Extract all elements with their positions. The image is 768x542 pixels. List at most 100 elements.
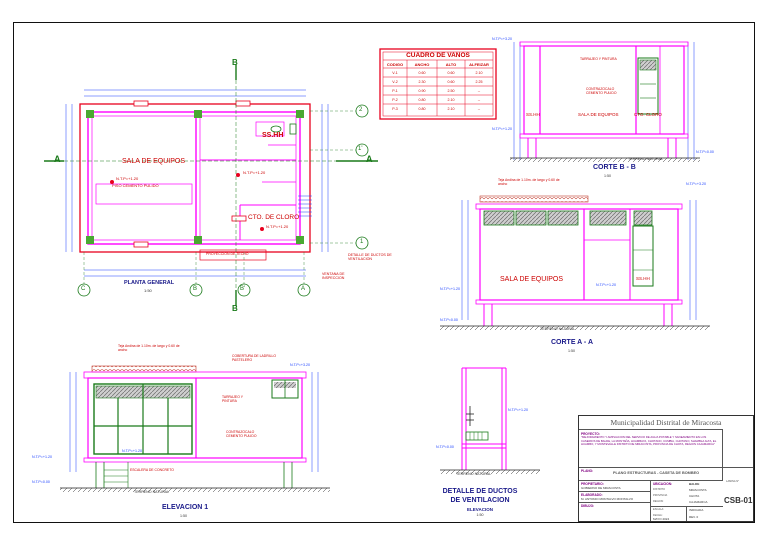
plan-cut-a-right: A [366, 154, 373, 164]
tb-proyecto-label: PROYECTO: [581, 432, 600, 436]
cbb-tarrajeo: TARRAJEO Y PINTURA [580, 57, 617, 61]
plan-level-2: N.T.P=+1.20 [243, 170, 266, 175]
plan-room-cloro: CTO. DE CLORO [248, 214, 300, 221]
ductos-subtitle: ELEVACION [467, 507, 493, 512]
plan-room-sshh: SS.HH [262, 132, 284, 139]
ductos-level-bot: N.T.P=0.00 [436, 445, 454, 449]
plan-room-sala: SALA DE EQUIPOS [122, 158, 186, 165]
tb-propietario-label: PROPIETARIO: [581, 482, 604, 486]
corte-bb [510, 41, 700, 162]
axis-label-c: C [81, 286, 86, 292]
tb-escala-label: ESCALA: [653, 508, 664, 511]
cbb-title: CORTE B - B [593, 164, 636, 171]
tb-ubicacion-label: UBICACION: [653, 482, 673, 486]
caa-level-mid2: N.T.P=+1.20 [596, 283, 616, 287]
elev-tarrajeo: TARRAJEO Y PINTURA [222, 395, 243, 404]
table-cell: 0.90 [418, 88, 426, 93]
table-cell: V-2 [392, 79, 398, 84]
tb-ubicacion-cell: UBICACION: BALDE DISTRITO MIRACOSTA PROV… [651, 480, 723, 506]
caa-level-mid: N.T.P=+1.20 [440, 287, 460, 291]
elev-level-mid: N.T.P=+1.20 [122, 449, 142, 453]
tb-propietario-cell: PROPIETARIO: GOBIERNO DE MIRACOSTA [579, 480, 651, 491]
elev-title: ELEVACION 1 [162, 504, 209, 511]
table-cell: 0.60 [447, 70, 455, 75]
caa-level-bot: N.T.P=0.00 [440, 318, 458, 322]
caa-title: CORTE A - A [551, 339, 593, 346]
tb-ubic-val: CHOTA [689, 494, 700, 498]
cbb-level-bot: N.T.P=0.00 [696, 150, 714, 154]
vanos-header-row: CODIGO ANCHO ALTO ALFEIZAR [383, 60, 493, 68]
tb-propietario: GOBIERNO DE MIRACOSTA [581, 486, 621, 490]
table-cell: 0.60 [447, 79, 455, 84]
tb-plano: PLANO ESTRUCTURAS - CASETA DE BOMBEO [613, 471, 700, 475]
row-label-1p: 1' [358, 146, 363, 152]
tb-lamina-cell: LAMINA N° CSB-01 [723, 467, 753, 521]
tb-dibujo-label: DIBUJO: [581, 504, 595, 508]
tb-elaborado-cell: ELABORADO: M. ANTONIO MONTALVO MONTALVO [579, 491, 651, 502]
elev-cobertura: COBERTURA DE LADRILLO PASTELERO [232, 354, 277, 363]
tb-fecha: MAYO 2024 [653, 517, 670, 521]
vanos-table-frame [379, 48, 497, 120]
elev-level-top: N.T.P=+3.20 [290, 363, 310, 367]
plan-cut-b-top: B [232, 58, 238, 67]
tb-org: Municipalidad Distrital de Miracosta [610, 418, 722, 427]
tb-fecha-label: FECHA: [653, 514, 663, 517]
elev-stairs: ESCALERA DE CONCRETO [130, 468, 174, 472]
plan-room-sala-floor: PISO CEMENTO PULIDO [112, 183, 159, 188]
cbb-room-cloro: CTO. CLORO [634, 112, 662, 117]
cbb-room-sala: SALA DE EQUIPOS [578, 112, 619, 117]
corte-aa [440, 195, 710, 330]
table-cell: 0.80 [418, 97, 426, 102]
tb-ubic-val: CAJAMARCA [689, 500, 708, 504]
table-cell: -- [477, 88, 481, 93]
table-cell: 0.80 [418, 106, 426, 111]
table-cell: 2.10 [447, 97, 455, 102]
table-cell: -- [477, 106, 481, 111]
plan-title: PLANTA GENERAL [124, 280, 175, 286]
cbb-terrain: TERRENO NATURAL [628, 157, 664, 161]
table-cell: 2.50 [447, 88, 455, 93]
tb-escala-val-cell: INDICADA REV. 0 [687, 506, 723, 521]
table-cell: P-2 [392, 97, 398, 102]
axis-label-bp: B' [240, 286, 246, 292]
tb-ubic-label: PROVINCIA [653, 494, 668, 497]
elev-level-bot: N.T.P=0.00 [32, 480, 50, 484]
tb-elaborado-label: ELABORADO: [581, 493, 603, 497]
table-cell: V-1 [392, 70, 398, 75]
caa-terrain: TERRENO NATURAL [540, 327, 576, 331]
tb-ubic-head: BALDE [689, 482, 700, 486]
elev-level-left: N.T.P=+1.20 [32, 455, 52, 459]
ductos-scale: 1:50 [476, 513, 484, 517]
tb-plano-cell: PLANO: PLANO ESTRUCTURAS - CASETA DE BOM… [579, 467, 723, 480]
tb-escala: INDICADA [689, 508, 704, 512]
elev-floor: CONTRAZOCALO CEMENTO PULIDO [226, 430, 257, 439]
tb-ubic-val: MIRACOSTA [689, 488, 707, 492]
tb-ubic-label: REGION [653, 500, 664, 503]
table-cell: P-1 [392, 88, 398, 93]
caa-scale: 1:50 [568, 349, 575, 353]
tb-dibujo-cell: DIBUJO: [579, 502, 651, 521]
plan-cut-b-bottom: B [232, 304, 238, 313]
ductos-level: N.T.P=+1.20 [508, 408, 528, 412]
plan-note-inspeccion: VENTANA DE INSPECCION [322, 272, 345, 281]
cbb-room-sshh: SS.HH [526, 112, 540, 117]
cbb-level-top: N.T.P=+3.20 [492, 37, 512, 41]
ductos-title-1: DETALLE DE DUCTOS [442, 488, 518, 495]
table-cell: 0.60 [418, 70, 426, 75]
tb-proyecto-cell: PROYECTO: "MEJORAMIENTO Y AMPLIACION DEL… [579, 429, 723, 467]
caa-room-sala: SALA DE EQUIPOS [500, 276, 564, 283]
caa-roof: Teja Andina de 1.10m. de largo y 0.60 de… [498, 178, 560, 187]
table-row: P-1 0.90 2.50 -- [383, 86, 493, 95]
tb-plano-label: PLANO: [581, 469, 594, 473]
plan-level-3: N.T.P=+1.20 [266, 224, 289, 229]
tb-escala-cell: ESCALA: FECHA: MAYO 2024 [651, 506, 687, 521]
elevacion-1 [60, 365, 330, 492]
tb-proyecto: "MEJORAMIENTO Y AMPLIACION DEL SERVICIO … [581, 435, 717, 447]
tb-rev: REV. 0 [689, 515, 699, 519]
table-cell: 2.10 [447, 106, 455, 111]
cbb-level-mid: N.T.P=+1.20 [492, 127, 512, 131]
table-cell: 2.30 [418, 79, 426, 84]
